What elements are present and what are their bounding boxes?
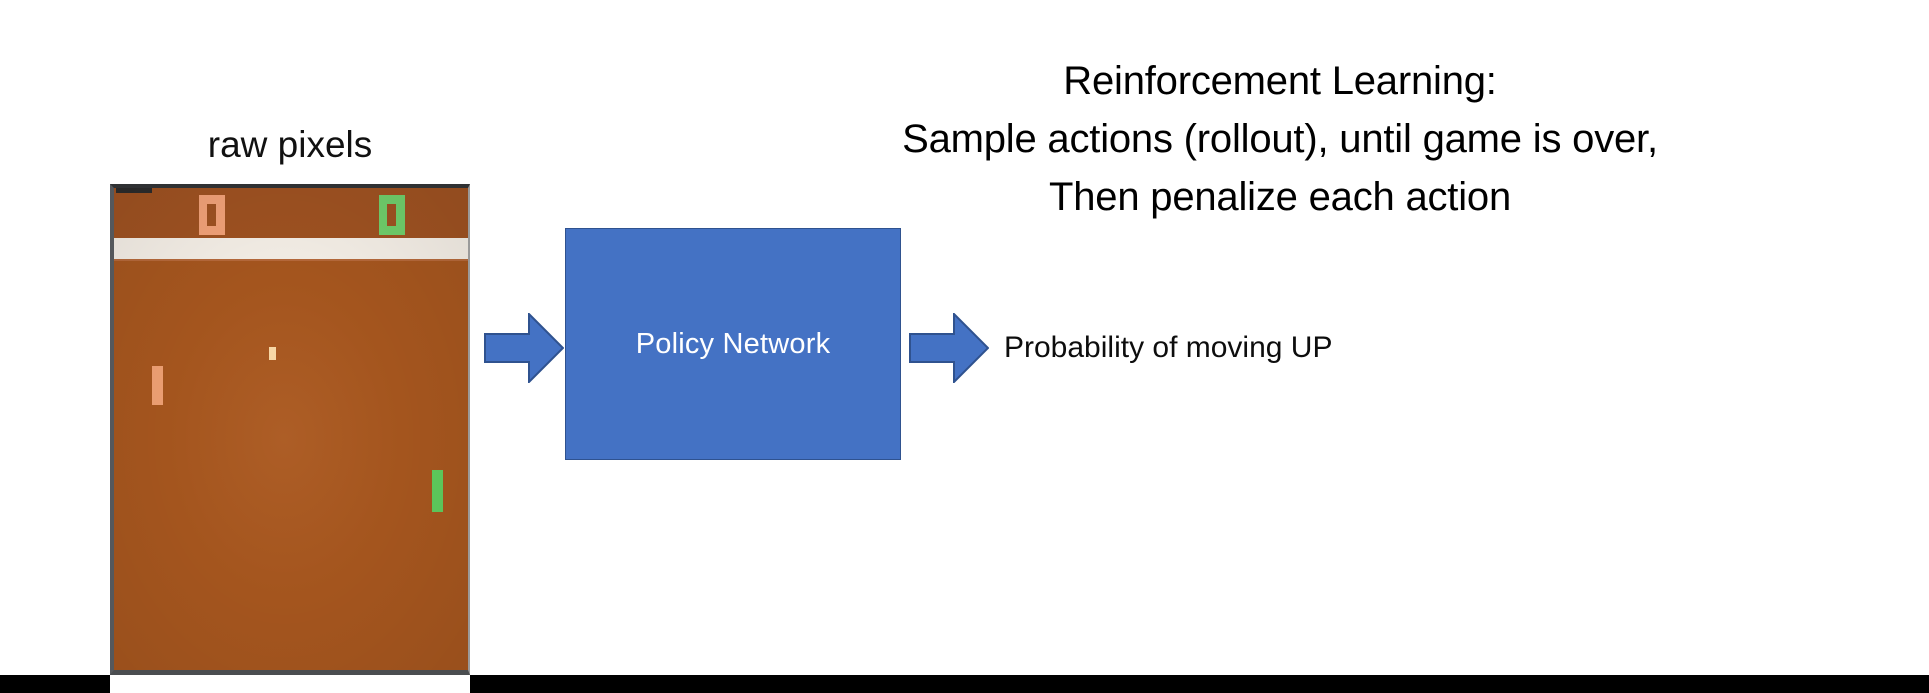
score-digit-right-hole — [387, 204, 396, 226]
footer-bar-right — [470, 675, 1929, 693]
score-digit-left — [199, 195, 225, 235]
output-probability-label: Probability of moving UP — [1004, 331, 1333, 364]
page-title: Reinforcement Learning: Sample actions (… — [690, 52, 1870, 226]
arrow-right-icon-input — [484, 313, 564, 383]
pong-paddle-left — [152, 366, 163, 405]
title-line-1: Reinforcement Learning: — [1063, 59, 1497, 103]
arrow-right-icon-output — [909, 313, 989, 383]
title-line-2: Sample actions (rollout), until game is … — [902, 117, 1658, 161]
score-digit-right — [379, 195, 405, 235]
pong-score-band — [114, 188, 468, 238]
pong-paddle-right — [432, 470, 443, 512]
pong-playfield — [114, 188, 468, 670]
raw-pixels-label: raw pixels — [207, 124, 373, 165]
corner-tick-mark — [116, 188, 152, 193]
footer-bar-left — [0, 675, 110, 693]
policy-network-label: Policy Network — [635, 327, 831, 360]
score-digit-left-hole — [207, 204, 216, 226]
policy-network-box[interactable]: Policy Network — [565, 228, 901, 460]
pong-divider-bar — [114, 238, 468, 261]
pong-ball — [269, 347, 276, 360]
pong-game-frame — [110, 184, 470, 675]
title-line-3: Then penalize each action — [1049, 175, 1511, 219]
